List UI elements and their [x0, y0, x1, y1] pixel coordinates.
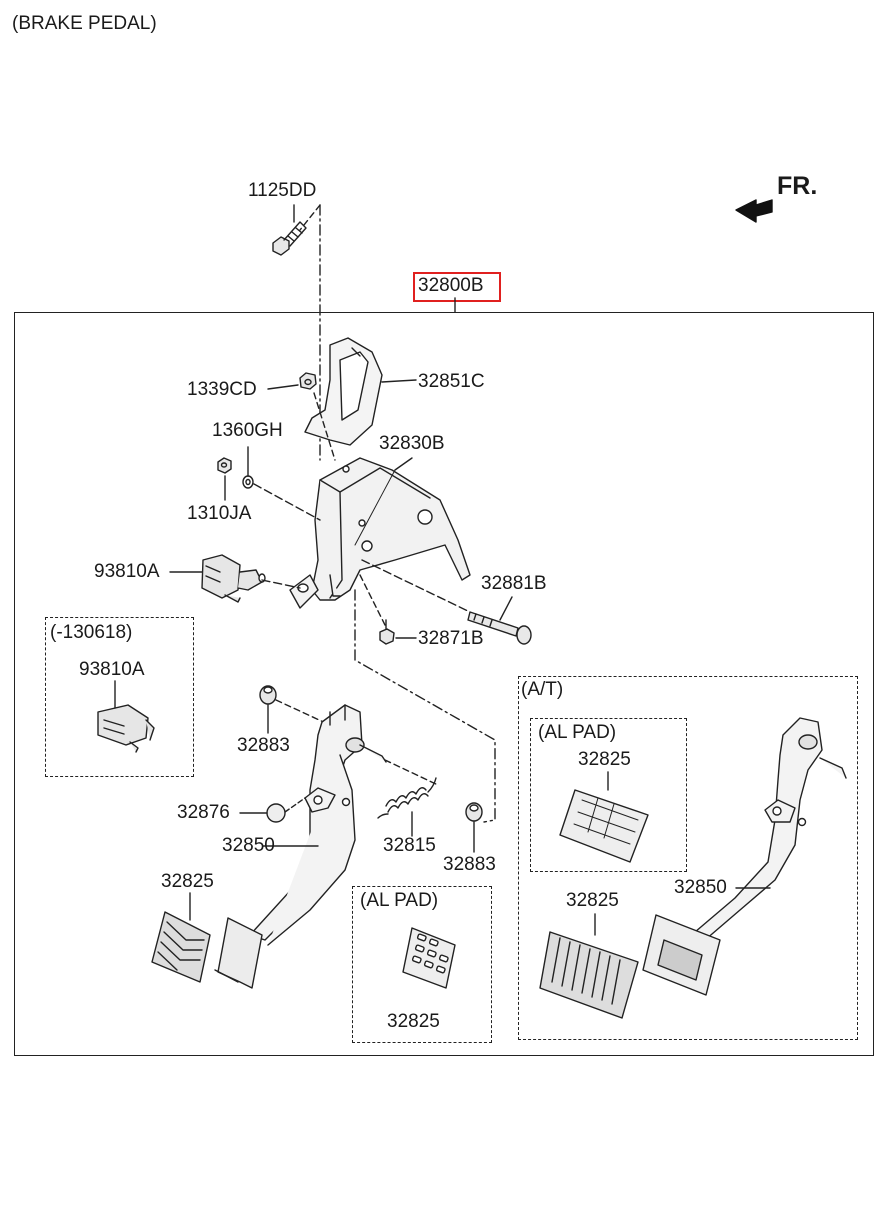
callout-32876[interactable]: 32876	[177, 802, 230, 823]
group-al-pad-box	[352, 886, 492, 1043]
pedal-pad-32825-left-icon	[151, 911, 211, 983]
callout-32825-left[interactable]: 32825	[161, 871, 214, 892]
callout-1125dd[interactable]: 1125DD	[248, 180, 317, 201]
stopper-32883-right-icon	[465, 802, 483, 822]
group-at-al-pad-box	[530, 718, 687, 872]
callout-32883-right[interactable]: 32883	[443, 854, 496, 875]
callout-32830b[interactable]: 32830B	[379, 433, 445, 454]
group-at-heading: (A/T)	[521, 679, 564, 700]
pedal-arm-32850-at-icon	[642, 717, 847, 996]
assembly-frame	[14, 312, 874, 1056]
group-at-box	[518, 676, 858, 1040]
assembly-part-number[interactable]: 32800B	[418, 275, 484, 296]
front-arrow-icon	[735, 199, 773, 223]
callout-32825-al-at[interactable]: 32825	[578, 749, 631, 770]
screw-32871b-icon	[379, 619, 395, 645]
callout-1339cd[interactable]: 1339CD	[187, 379, 257, 400]
assembly-part-highlight	[413, 272, 501, 302]
bolt-1125dd-icon	[272, 221, 307, 256]
callout-93810a[interactable]: 93810A	[94, 561, 160, 582]
callout-32815[interactable]: 32815	[383, 835, 436, 856]
group-old-switch-heading: (-130618)	[50, 622, 133, 643]
callout-32851c[interactable]: 32851C	[418, 371, 485, 392]
bracket-32851c-icon	[304, 337, 383, 446]
washer-1360gh-icon	[242, 475, 254, 489]
callout-32883-left[interactable]: 32883	[237, 735, 290, 756]
nut-1339cd-icon	[299, 372, 317, 390]
pedal-pad-32825-at-icon	[539, 931, 639, 1019]
switch-93810a-icon	[201, 554, 266, 603]
pedal-pad-arm-left-icon	[214, 917, 263, 989]
pin-32881b-icon	[467, 611, 532, 645]
group-old-switch-box	[45, 617, 194, 777]
callout-1360gh[interactable]: 1360GH	[212, 420, 283, 441]
callout-32881b[interactable]: 32881B	[481, 573, 547, 594]
al-pad-center-icon	[402, 927, 456, 989]
switch-93810a-old-icon	[97, 704, 155, 753]
front-direction-label: FR.	[777, 172, 818, 200]
callout-32871b[interactable]: 32871B	[418, 628, 484, 649]
cap-32876-icon	[266, 803, 286, 823]
diagram-title: (BRAKE PEDAL)	[12, 13, 157, 34]
callout-32825-al-center[interactable]: 32825	[387, 1011, 440, 1032]
spring-32815-icon	[377, 759, 439, 819]
al-pad-at-icon	[559, 789, 649, 863]
pedal-arm-32850-icon	[249, 704, 387, 946]
callout-32850-at[interactable]: 32850	[674, 877, 727, 898]
callout-32825-at[interactable]: 32825	[566, 890, 619, 911]
callout-1310ja[interactable]: 1310JA	[187, 503, 252, 524]
callout-32850[interactable]: 32850	[222, 835, 275, 856]
stopper-32883-left-icon	[259, 685, 277, 705]
group-at-al-pad-heading: (AL PAD)	[538, 722, 617, 743]
nut-1310ja-icon	[217, 457, 232, 474]
callout-93810a-old[interactable]: 93810A	[79, 659, 145, 680]
group-al-pad-heading: (AL PAD)	[360, 890, 439, 911]
bracket-32830b-icon	[289, 457, 471, 609]
